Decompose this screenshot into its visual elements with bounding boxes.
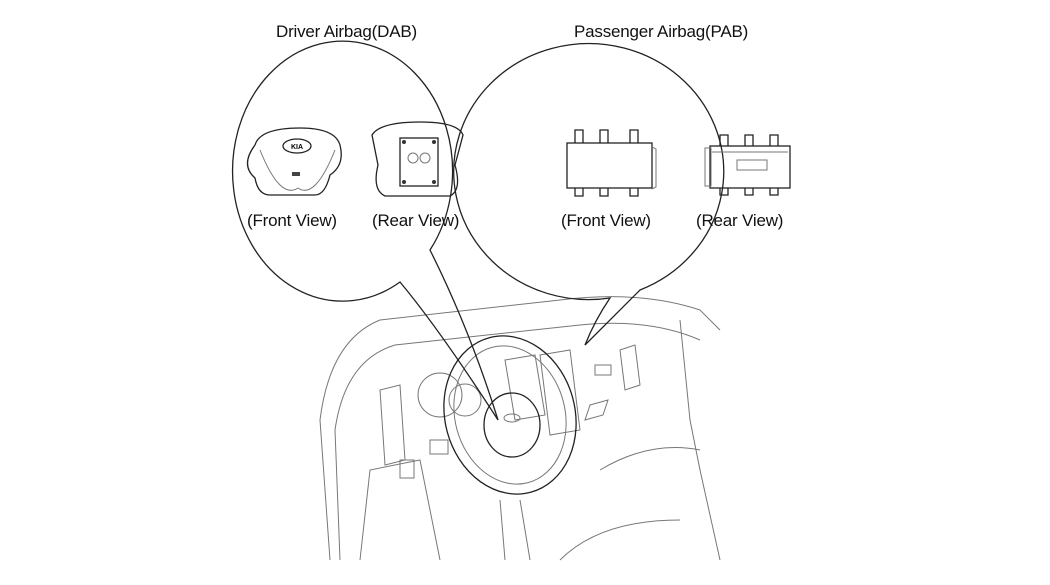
pab-front-view-label: (Front View) (561, 211, 651, 230)
svg-text:KIA: KIA (291, 144, 303, 151)
driver-airbag-title: Driver Airbag(DAB) (276, 22, 417, 41)
passenger-airbag-callout (453, 42, 725, 346)
dab-rear-view-drawing (371, 121, 464, 197)
dab-rear-view-label: (Rear View) (372, 211, 460, 230)
dab-front-view-drawing: KIA (246, 127, 342, 196)
dab-front-view-label: (Front View) (247, 211, 337, 230)
pab-rear-view-drawing (704, 134, 791, 196)
dashboard-illustration (319, 296, 721, 561)
passenger-airbag-title: Passenger Airbag(PAB) (574, 22, 749, 41)
kia-logo (282, 138, 312, 154)
pab-rear-view-label: (Rear View) (696, 211, 784, 230)
driver-airbag-callout (231, 40, 499, 421)
pab-front-view-drawing (566, 129, 657, 197)
